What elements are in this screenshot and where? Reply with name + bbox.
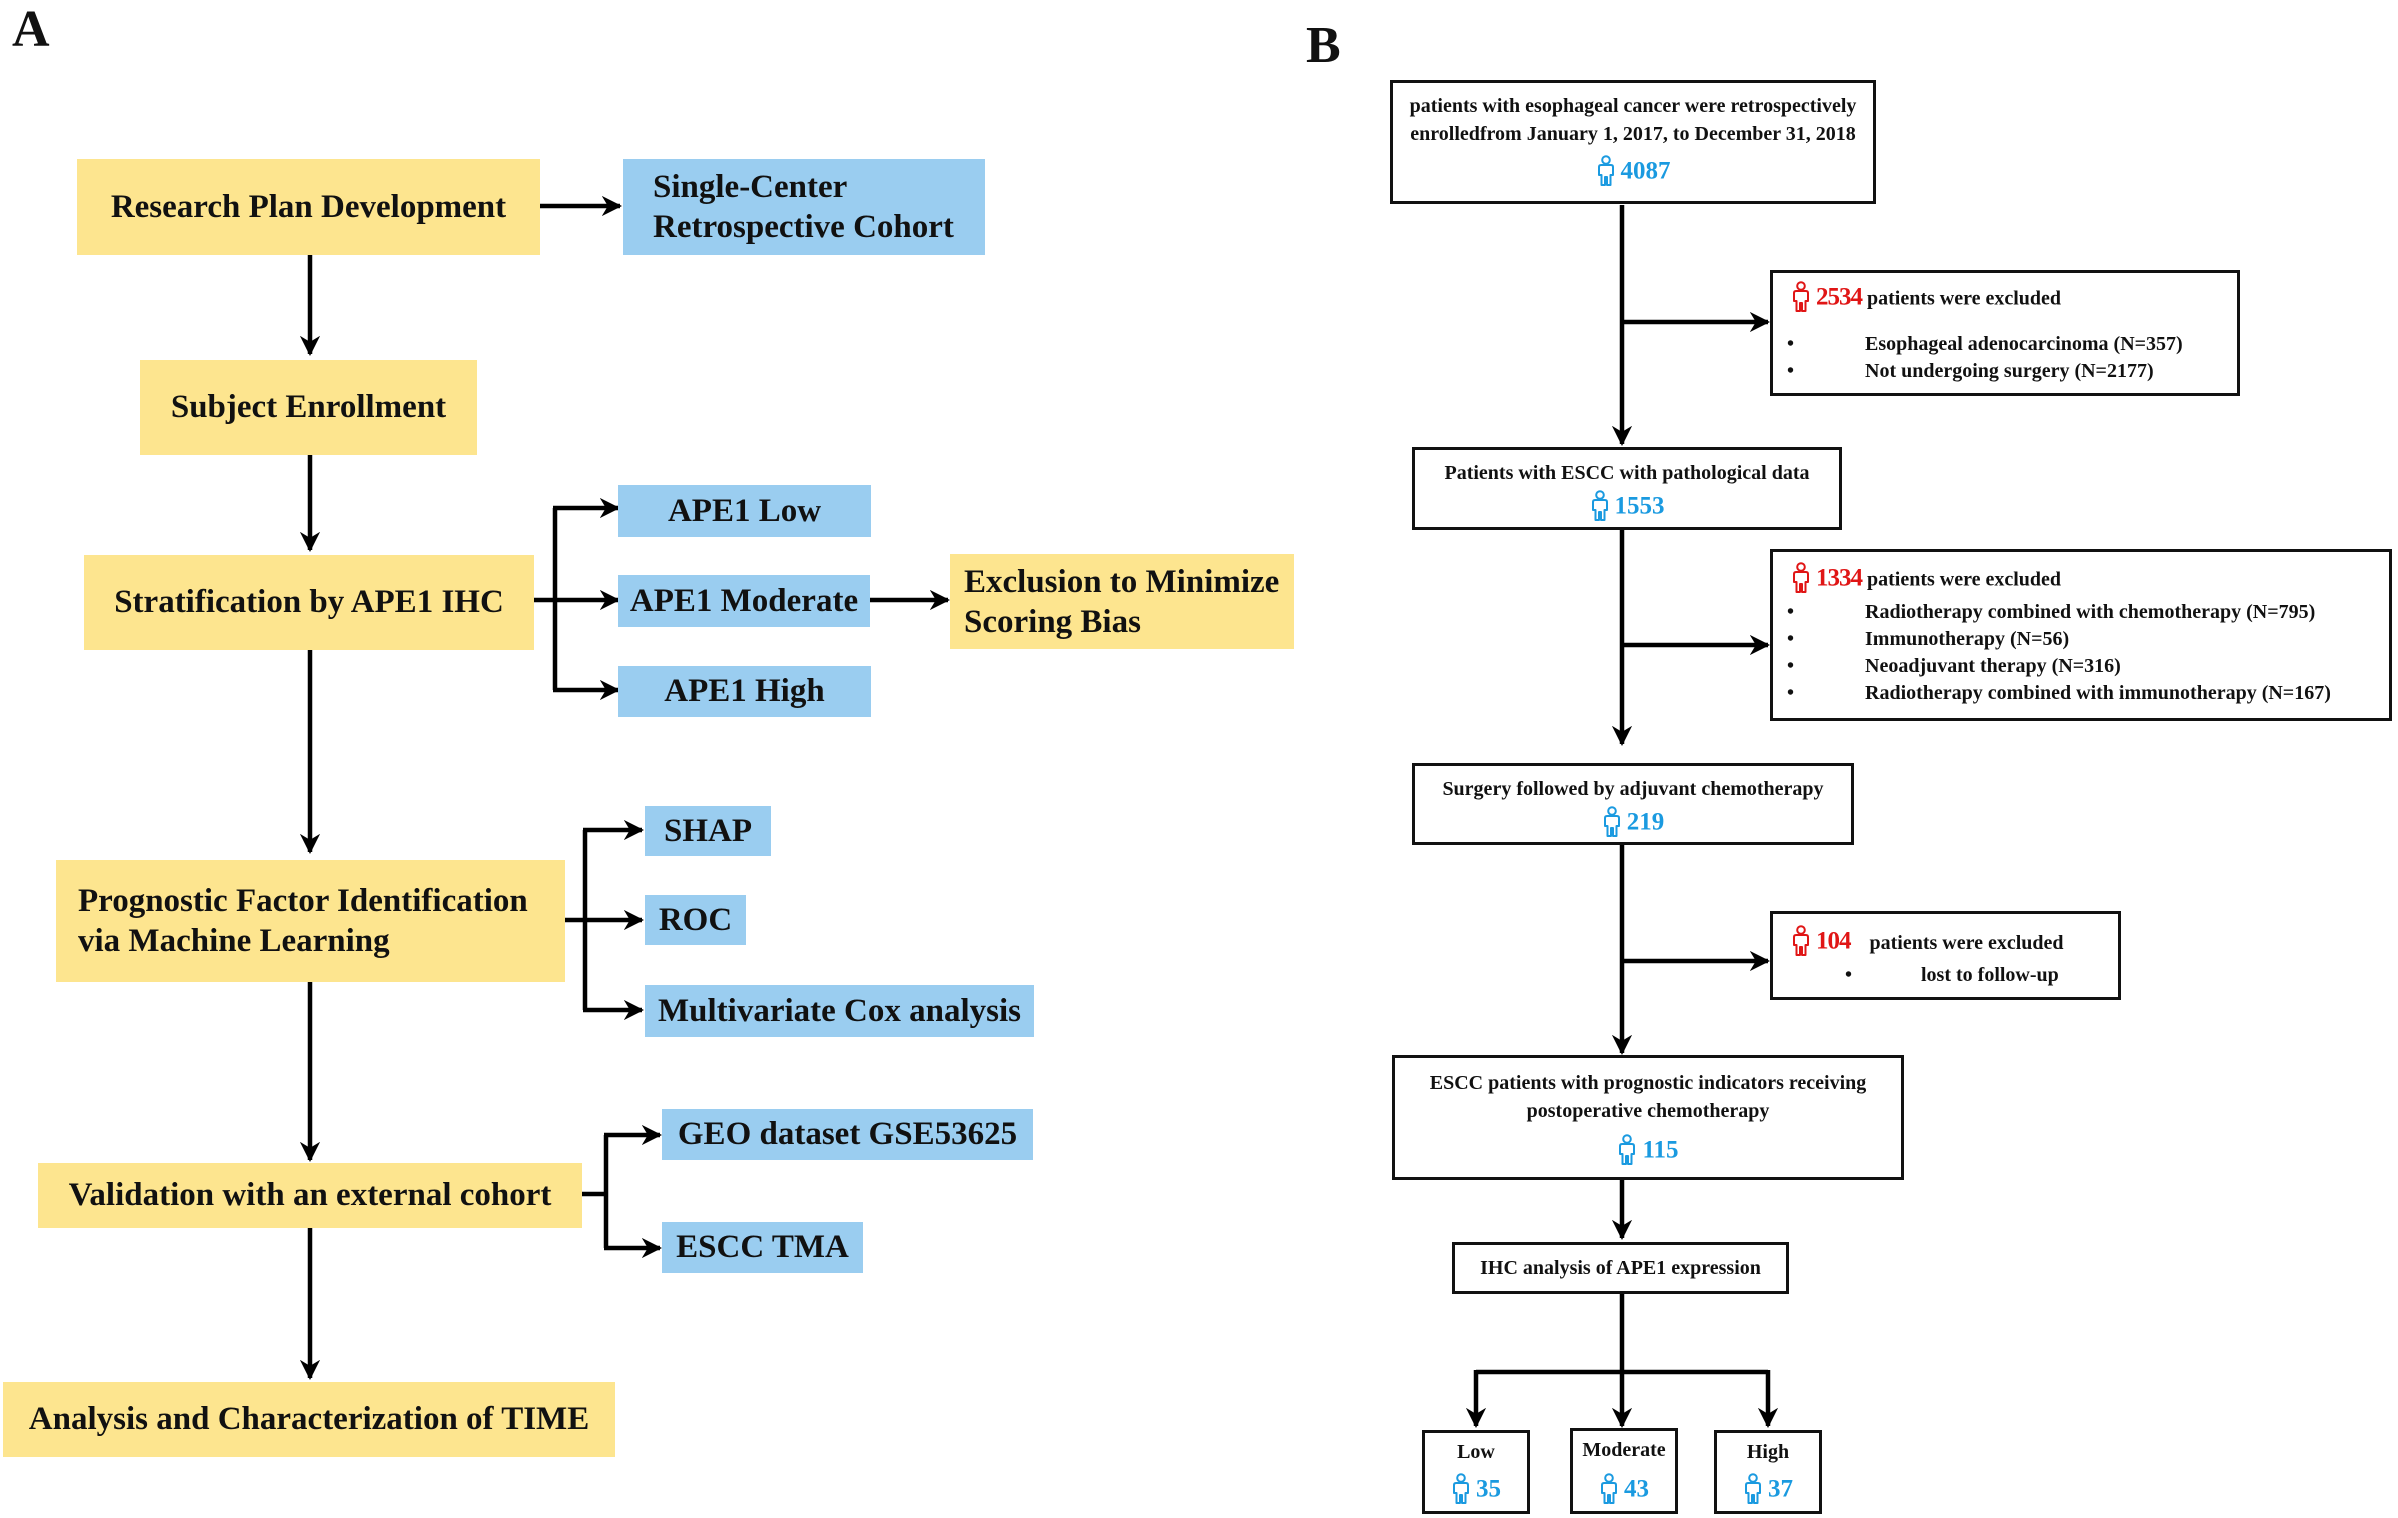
box-escc: Patients with ESCC with pathological dat…: [1412, 447, 1842, 530]
node-stratification: Stratification by APE1 IHC: [84, 555, 534, 650]
excluded-2-text: patients were excluded: [1867, 568, 2062, 591]
excluded-1-item: Esophageal adenocarcinoma (N=357): [1865, 333, 2183, 355]
person-icon: [1602, 806, 1622, 844]
box-excluded-1: 2534 patients were excluded • Esophageal…: [1770, 270, 2240, 396]
count-surgery: 219: [1626, 808, 1665, 836]
count-prognostic: 115: [1642, 1136, 1679, 1164]
branch-ihc: [1476, 1294, 1768, 1375]
excluded-3-text: patients were excluded: [1869, 931, 2064, 954]
box-low: Low 35: [1422, 1430, 1530, 1514]
node-research-plan: Research Plan Development: [77, 159, 540, 255]
box-prognostic: ESCC patients with prognostic indicators…: [1392, 1055, 1904, 1180]
node-ape1-moderate: APE1 Moderate: [618, 575, 870, 627]
box-moderate: Moderate 43: [1570, 1428, 1678, 1514]
count-excluded-3: 104: [1816, 927, 1851, 955]
label-low: Low: [1457, 1441, 1495, 1463]
person-icon: [1451, 1473, 1471, 1511]
node-cohort-line2: Retrospective Cohort: [653, 209, 954, 245]
excluded-1-text: patients were excluded: [1867, 287, 2062, 310]
person-icon: [1791, 925, 1811, 963]
box-high: High 37: [1714, 1430, 1822, 1514]
node-prognostic-line1: Prognostic Factor Identification: [78, 883, 528, 919]
person-icon: [1743, 1473, 1763, 1511]
excluded-2-item: Neoadjuvant therapy (N=316): [1865, 655, 2121, 677]
box-enrolled-line1: patients with esophageal cancer were ret…: [1409, 95, 1857, 117]
box-prognostic-line2: postoperative chemotherapy: [1526, 1100, 1770, 1122]
person-icon: [1596, 155, 1616, 193]
count-excluded-2: 1334: [1816, 564, 1863, 592]
person-icon: [1791, 281, 1811, 319]
node-validation: Validation with an external cohort: [38, 1163, 582, 1228]
box-ihc: IHC analysis of APE1 expression: [1452, 1242, 1789, 1294]
count-escc: 1553: [1614, 492, 1665, 520]
count-low: 35: [1476, 1475, 1501, 1503]
node-shap: SHAP: [645, 806, 771, 856]
node-exclusion: Exclusion to Minimize Scoring Bias: [950, 554, 1294, 649]
node-exclusion-line1: Exclusion to Minimize: [964, 563, 1280, 600]
panel-label-a: A: [12, 1, 50, 58]
box-prognostic-line1: ESCC patients with prognostic indicators…: [1429, 1072, 1867, 1094]
node-prognostic: Prognostic Factor Identification via Mac…: [56, 860, 565, 982]
count-enrolled: 4087: [1620, 157, 1671, 185]
excluded-2-item: Radiotherapy combined with immunotherapy…: [1865, 682, 2331, 704]
person-icon: [1599, 1473, 1619, 1511]
person-icon: [1590, 490, 1610, 528]
box-surgery: Surgery followed by adjuvant chemotherap…: [1412, 763, 1854, 845]
node-ape1-high: APE1 High: [618, 666, 871, 717]
node-cohort: Single-Center Retrospective Cohort: [623, 159, 985, 255]
node-roc: ROC: [645, 895, 746, 945]
person-icon: [1791, 562, 1811, 600]
count-high: 37: [1768, 1475, 1793, 1503]
excluded-2-item: Radiotherapy combined with chemotherapy …: [1865, 601, 2316, 623]
box-enrolled: patients with esophageal cancer were ret…: [1390, 80, 1876, 204]
node-subject-enrollment: Subject Enrollment: [140, 360, 477, 455]
node-ape1-low: APE1 Low: [618, 485, 871, 537]
panel-label-b: B: [1306, 17, 1341, 74]
node-tma: ESCC TMA: [662, 1222, 863, 1273]
label-high: High: [1746, 1441, 1790, 1463]
box-excluded-3: 104 patients were excluded • lost to fol…: [1770, 911, 2121, 1000]
node-prognostic-line2: via Machine Learning: [78, 923, 390, 959]
node-cohort-line1: Single-Center: [653, 169, 848, 205]
excluded-1-item: Not undergoing surgery (N=2177): [1865, 360, 2154, 382]
count-excluded-1: 2534: [1816, 283, 1863, 311]
node-geo: GEO dataset GSE53625: [662, 1109, 1033, 1160]
box-surgery-line: Surgery followed by adjuvant chemotherap…: [1442, 778, 1824, 800]
node-time: Analysis and Characterization of TIME: [3, 1382, 615, 1457]
count-moderate: 43: [1624, 1475, 1649, 1503]
person-icon: [1617, 1134, 1637, 1172]
box-excluded-2: 1334 patients were excluded • Radiothera…: [1770, 549, 2392, 721]
bracket-valid: [582, 1135, 609, 1248]
node-exclusion-line2: Scoring Bias: [964, 603, 1141, 640]
box-enrolled-line2: enrolledfrom January 1, 2017, to Decembe…: [1410, 123, 1856, 145]
box-escc-line: Patients with ESCC with pathological dat…: [1444, 462, 1810, 484]
excluded-2-item: Immunotherapy (N=56): [1865, 628, 2070, 650]
node-cox: Multivariate Cox analysis: [645, 985, 1034, 1037]
label-moderate: Moderate: [1582, 1439, 1666, 1461]
excluded-3-item: lost to follow-up: [1921, 964, 2059, 986]
